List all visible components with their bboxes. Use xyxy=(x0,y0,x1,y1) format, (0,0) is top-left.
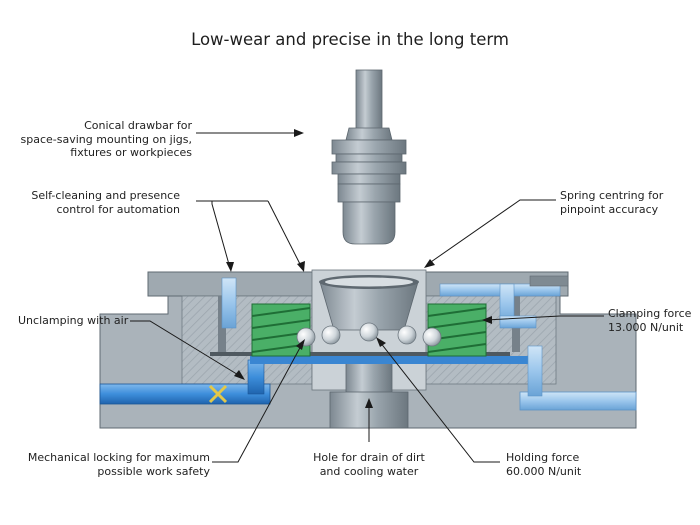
locking-balls xyxy=(296,322,442,347)
label-holding-force-line-2: 60.000 N/unit xyxy=(506,464,582,478)
label-drawbar-line-2: space-saving mounting on jigs, xyxy=(20,132,192,146)
label-holding-force: Holding force 60.000 N/unit xyxy=(506,451,581,478)
label-drawbar-line-1: Conical drawbar for xyxy=(84,119,192,132)
label-mechanical-locking-line-1: Mechanical locking for maximum xyxy=(27,451,210,464)
label-holding-force-line-1: Holding force xyxy=(506,451,580,464)
label-unclamping: Unclamping with air xyxy=(18,314,128,328)
label-clamping-force: Clamping force 13.000 N/unit xyxy=(608,307,691,334)
label-spring-centring-line-1: Spring centring for xyxy=(560,189,664,202)
label-mechanical-locking-line-2: possible work safety xyxy=(97,464,210,478)
label-spring-centring: Spring centring for pinpoint accuracy xyxy=(560,189,663,216)
air-channels xyxy=(99,275,637,411)
label-mechanical-locking: Mechanical locking for maximum possible … xyxy=(28,451,210,478)
label-drain-hole: Hole for drain of dirt and cooling water xyxy=(289,451,449,478)
label-clamping-force-line-2: 13.000 N/unit xyxy=(608,320,684,334)
label-self-cleaning-line-2: control for automation xyxy=(56,202,180,216)
leader-lines xyxy=(130,129,604,463)
conical-drawbar xyxy=(331,69,407,245)
page-title: Low-wear and precise in the long term xyxy=(191,30,509,49)
label-drawbar-line-3: fixtures or workpieces xyxy=(70,146,192,159)
label-spring-centring-line-2: pinpoint accuracy xyxy=(560,202,659,216)
label-drawbar: Conical drawbar for space-saving mountin… xyxy=(21,119,192,160)
label-drain-hole-line-2: and cooling water xyxy=(319,464,419,478)
label-self-cleaning: Self-cleaning and presence control for a… xyxy=(31,189,180,216)
label-unclamping-line-1: Unclamping with air xyxy=(18,314,129,327)
label-self-cleaning-line-1: Self-cleaning and presence xyxy=(31,189,180,202)
label-clamping-force-line-1: Clamping force xyxy=(608,307,692,320)
label-drain-hole-line-1: Hole for drain of dirt xyxy=(313,451,425,464)
